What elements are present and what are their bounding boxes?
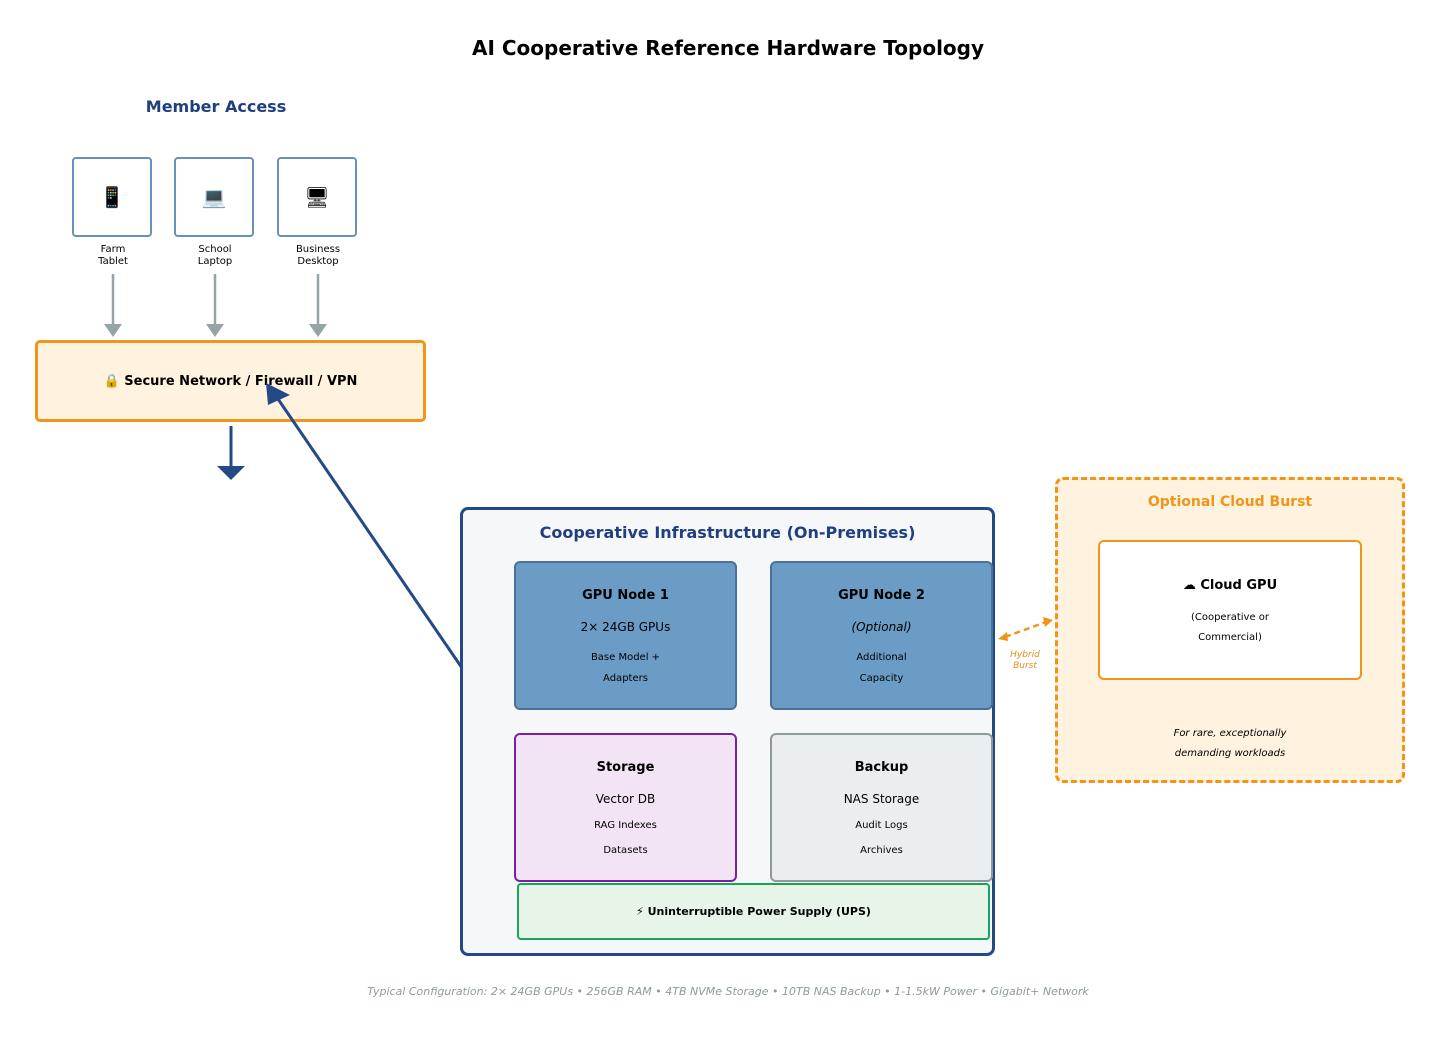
cloud-gpu-line1: (Cooperative or [1190, 612, 1270, 623]
secure-network-box: 🔒 Secure Network / Firewall / VPN [35, 340, 426, 422]
cloud-note: For rare, exceptionally demanding worklo… [1055, 724, 1405, 764]
cloud-note-line2: demanding workloads [1174, 748, 1286, 759]
storage-node: Storage Vector DB RAG Indexes Datasets [514, 733, 737, 882]
cloud-gpu-box: ☁ Cloud GPU (Cooperative or Commercial) [1098, 540, 1362, 680]
gpu-node-2-title: GPU Node 2 [838, 588, 925, 603]
gpu-node-2-line1: Additional [856, 652, 907, 663]
storage-line2: Datasets [603, 845, 648, 856]
gpu-node-1-line2: Adapters [603, 673, 648, 684]
device-arrow-3 [309, 274, 327, 337]
diagram-title: AI Cooperative Reference Hardware Topolo… [471, 36, 985, 60]
configuration-footer: Typical Configuration: 2× 24GB GPUs • 25… [367, 985, 1089, 998]
storage-line1: RAG Indexes [594, 820, 657, 831]
device-arrow-1 [104, 274, 122, 337]
tablet-icon: 📱 [99, 185, 125, 209]
device-arrow-2 [206, 274, 224, 337]
backup-line2: Archives [860, 845, 903, 856]
secure-network-label: 🔒 Secure Network / Firewall / VPN [103, 373, 358, 389]
cloud-gpu-line2: Commercial) [1198, 632, 1262, 643]
cloud-gpu-title: ☁ Cloud GPU [1182, 578, 1278, 593]
ups-label: ⚡ Uninterruptible Power Supply (UPS) [636, 905, 871, 918]
laptop-icon: 💻 [201, 185, 227, 209]
infra-to-network-arrow [266, 383, 464, 669]
gpu-node-2-line2: Capacity [859, 673, 904, 684]
storage-spec: Vector DB [595, 792, 656, 806]
ups-box: ⚡ Uninterruptible Power Supply (UPS) [517, 883, 990, 940]
backup-title: Backup [854, 760, 909, 775]
gpu-node-2: GPU Node 2 (Optional) Additional Capacit… [770, 561, 993, 710]
gpu-node-1: GPU Node 1 2× 24GB GPUs Base Model + Ada… [514, 561, 737, 710]
business-desktop-label: Business Desktop [295, 244, 341, 267]
gpu-node-1-spec: 2× 24GB GPUs [580, 620, 671, 634]
hybrid-burst-label: Hybrid Burst [1010, 650, 1040, 671]
gpu-node-1-title: GPU Node 1 [582, 588, 669, 603]
gpu-node-1-line1: Base Model + [590, 652, 661, 663]
backup-spec: NAS Storage [843, 792, 920, 806]
member-access-title: Member Access [145, 97, 287, 116]
farm-tablet-device: 📱 [72, 157, 152, 237]
farm-tablet-label: Farm Tablet [98, 244, 128, 267]
network-down-arrow [217, 426, 245, 480]
school-laptop-label: School Laptop [197, 244, 233, 267]
desktop-icon: 🖥 [304, 185, 330, 209]
gpu-node-2-spec: (Optional) [851, 620, 912, 634]
school-laptop-device: 💻 [174, 157, 254, 237]
backup-node: Backup NAS Storage Audit Logs Archives [770, 733, 993, 882]
cloud-note-line1: For rare, exceptionally [1173, 728, 1287, 739]
backup-line1: Audit Logs [855, 820, 908, 831]
cloud-burst-title: Optional Cloud Burst [1147, 494, 1313, 510]
business-desktop-device: 🖥 [277, 157, 357, 237]
storage-title: Storage [596, 760, 655, 775]
hybrid-burst-arrow [998, 617, 1053, 641]
infrastructure-title: Cooperative Infrastructure (On-Premises) [539, 523, 916, 542]
